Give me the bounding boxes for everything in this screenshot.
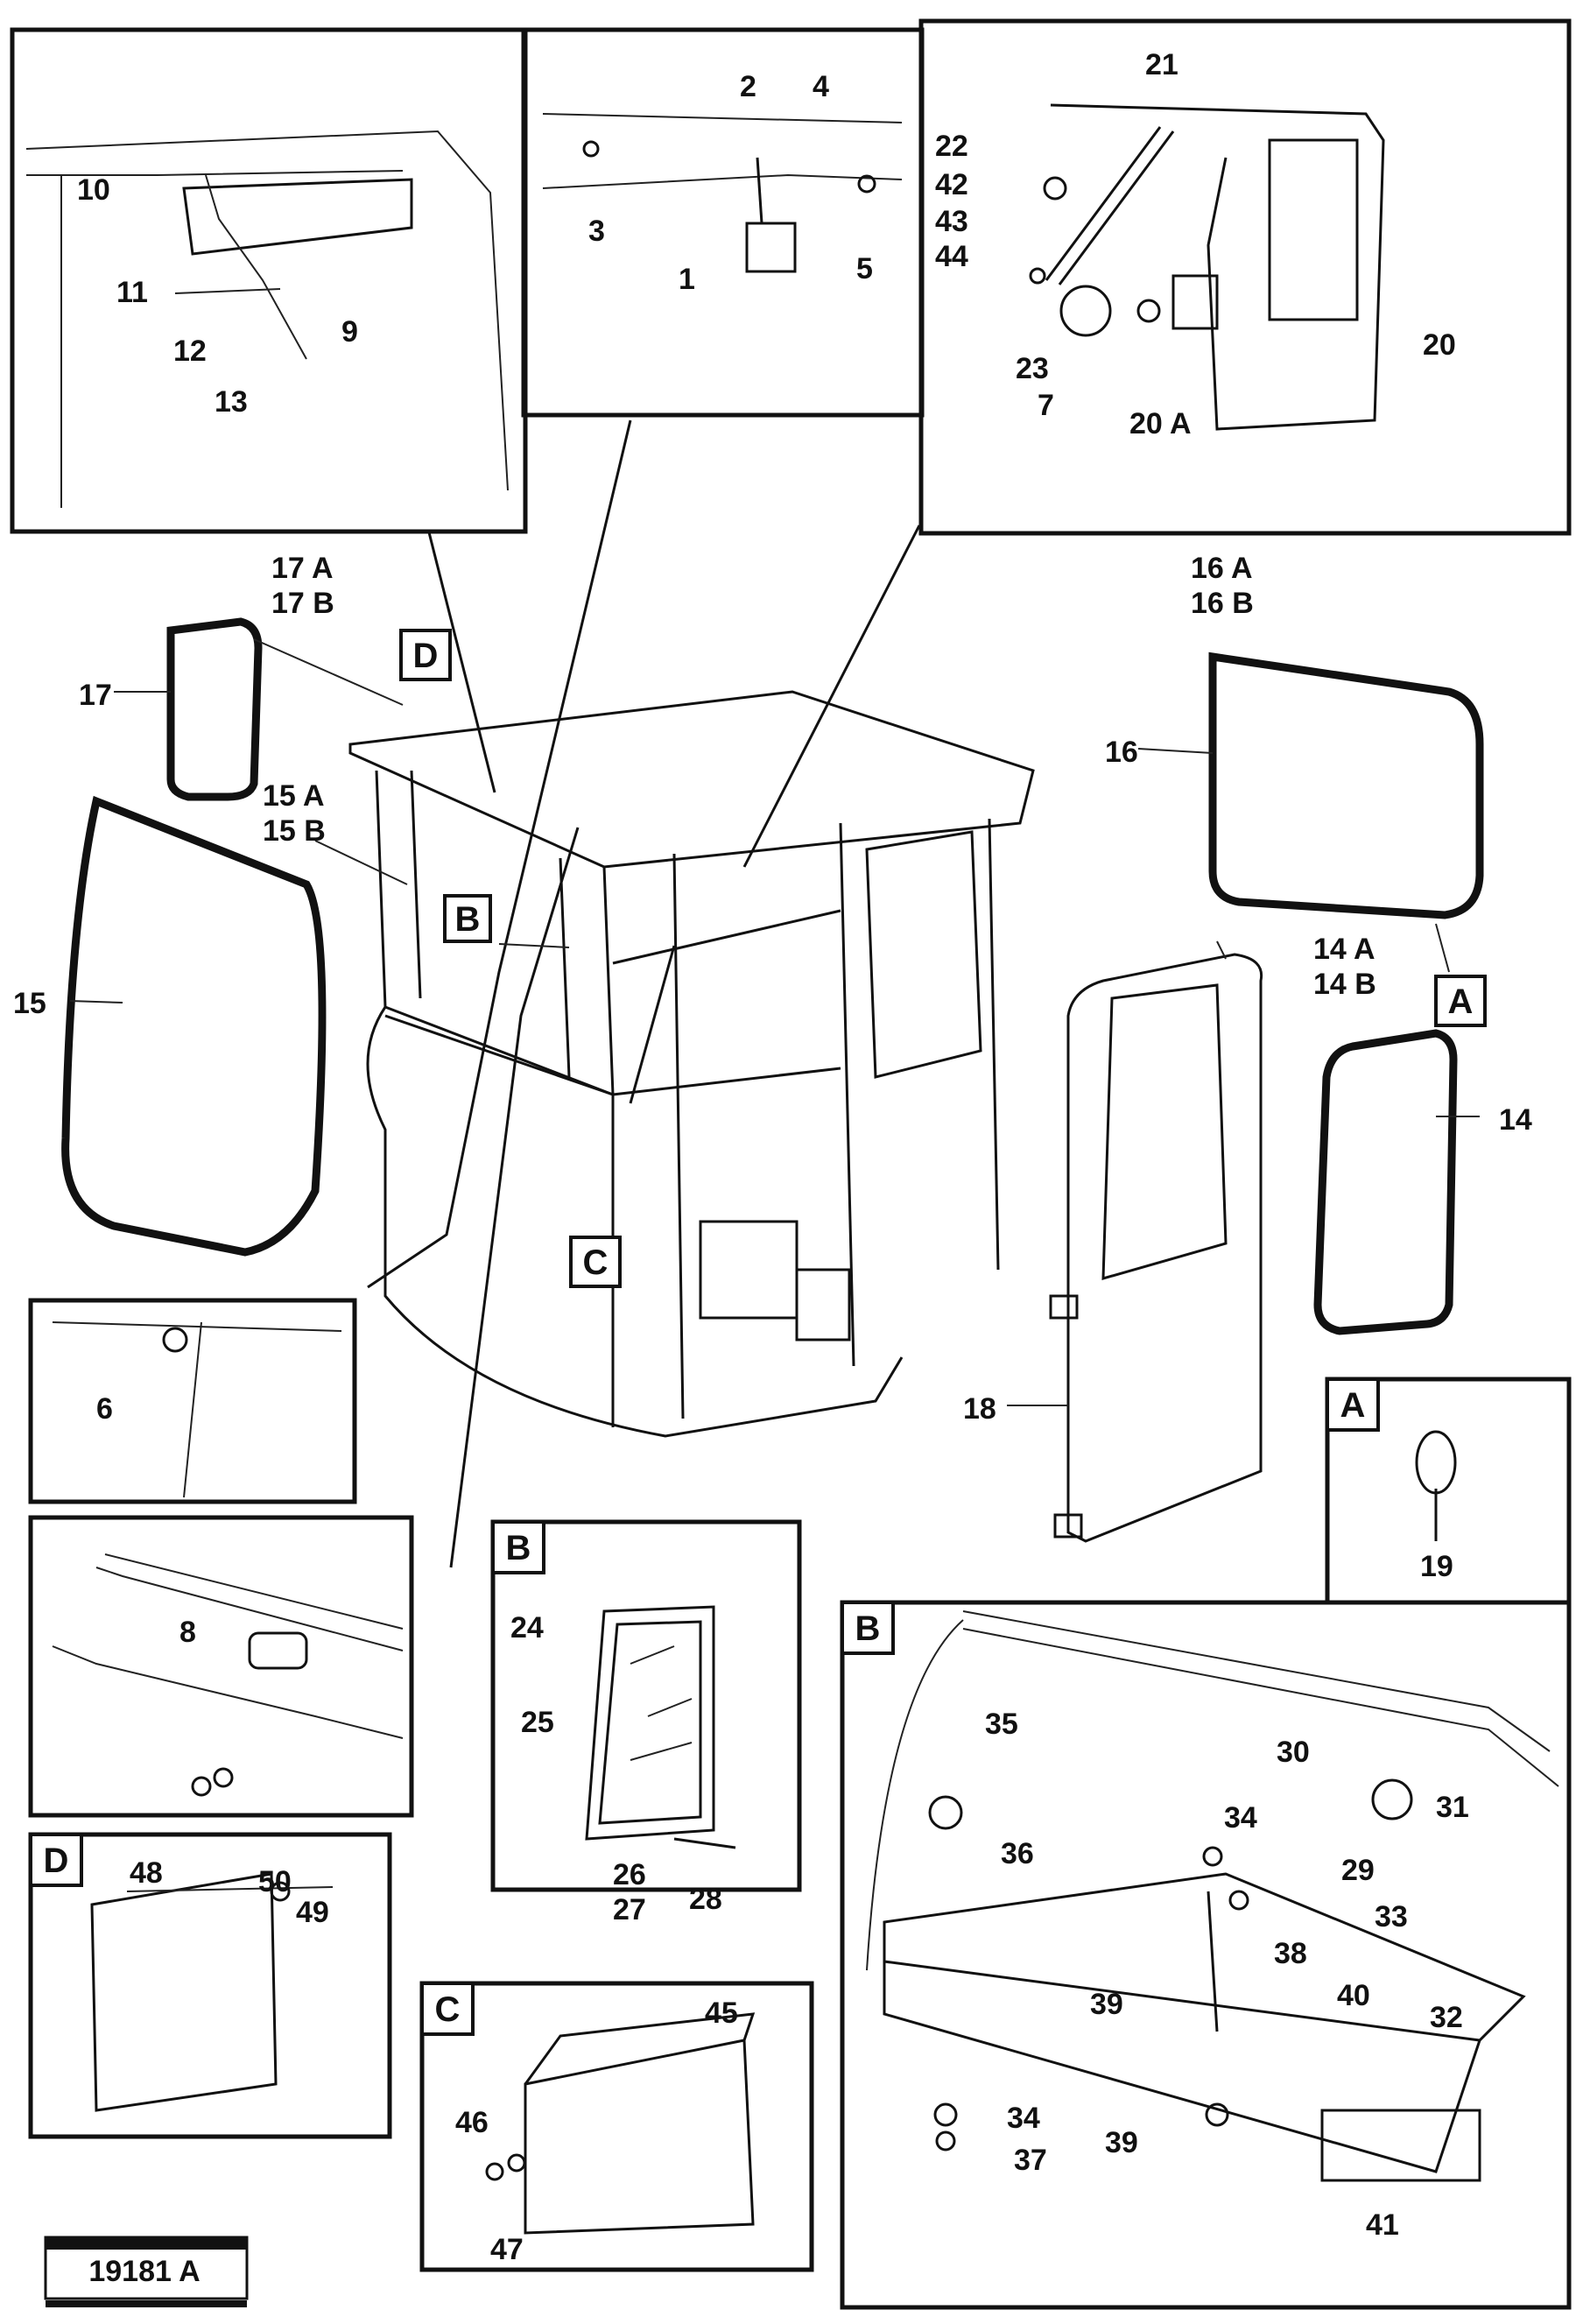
part-label-22: 22 (935, 130, 968, 163)
part-label-33: 33 (1375, 1900, 1408, 1933)
key-label: B (455, 900, 481, 939)
part-label-46: 46 (455, 2106, 489, 2139)
detail-key-a-box: A (1326, 1377, 1380, 1432)
part-label-5: 5 (856, 252, 873, 285)
key-label: A (1340, 1386, 1366, 1425)
part-label-10: 10 (77, 173, 110, 207)
part-label-30: 30 (1277, 1736, 1310, 1769)
part-label-25: 25 (521, 1706, 554, 1739)
inset-interior-mirror (521, 27, 925, 418)
part-label-35: 35 (985, 1708, 1018, 1741)
key-label: A (1448, 982, 1474, 1021)
detail-key-c-box: C (420, 1982, 475, 2036)
detail-key-b-window: B (491, 1520, 545, 1574)
rear-window-glass (1208, 651, 1484, 919)
part-label-17b: 17 B (271, 587, 334, 620)
part-label-23: 23 (1016, 352, 1049, 385)
part-label-15b: 15 B (263, 814, 326, 848)
part-label-38: 38 (1274, 1937, 1307, 1970)
detail-key-a-main: A (1434, 975, 1487, 1027)
part-label-31: 31 (1436, 1791, 1469, 1824)
part-label-18: 18 (963, 1392, 996, 1426)
side-window-glass (1313, 1029, 1458, 1335)
key-label: B (506, 1529, 531, 1567)
part-label-17: 17 (79, 679, 112, 712)
part-label-15a: 15 A (263, 779, 325, 813)
figure-id: 19181 A (88, 2255, 200, 2288)
door-panel (1049, 953, 1263, 1543)
part-label-19: 19 (1420, 1550, 1453, 1583)
key-label: C (583, 1243, 609, 1282)
figure-stamp: 19181 A (44, 2236, 249, 2307)
leader-lines (69, 419, 1480, 1568)
part-label-41: 41 (1366, 2208, 1399, 2242)
inset-handle (28, 1515, 414, 1818)
part-label-13: 13 (215, 385, 248, 419)
part-label-16: 16 (1105, 736, 1138, 769)
part-label-16a: 16 A (1191, 552, 1253, 585)
part-label-50: 50 (258, 1865, 292, 1898)
part-label-36: 36 (1001, 1837, 1034, 1870)
detail-key-b-mount: B (841, 1601, 895, 1655)
part-label-26: 26 (613, 1858, 646, 1891)
part-label-24: 24 (510, 1611, 544, 1644)
key-label: D (44, 1842, 69, 1880)
part-label-29: 29 (1341, 1854, 1375, 1887)
part-label-9: 9 (341, 315, 358, 349)
key-label: D (413, 637, 439, 675)
part-label-44: 44 (935, 240, 968, 273)
part-label-14a: 14 A (1313, 933, 1375, 966)
part-label-7: 7 (1038, 389, 1054, 422)
part-label-34b: 34 (1007, 2102, 1040, 2135)
part-label-6: 6 (96, 1392, 113, 1426)
part-label-15: 15 (13, 987, 46, 1020)
part-label-48: 48 (130, 1856, 163, 1890)
detail-key-d-main: D (399, 629, 452, 681)
part-label-2: 2 (740, 70, 756, 103)
part-label-42: 42 (935, 168, 968, 201)
detail-key-c-main: C (569, 1236, 622, 1288)
part-label-40: 40 (1337, 1979, 1370, 2012)
cab-assembly (348, 690, 1035, 1438)
part-label-34: 34 (1224, 1801, 1257, 1835)
part-label-47: 47 (490, 2233, 524, 2266)
part-label-14b: 14 B (1313, 968, 1376, 1001)
detail-b-window-box (490, 1519, 802, 1892)
detail-key-d-box: D (29, 1833, 83, 1887)
side-mirror-glass (166, 617, 263, 801)
detail-d-box (28, 1832, 392, 2139)
part-label-3: 3 (588, 215, 605, 248)
part-label-17a: 17 A (271, 552, 334, 585)
part-label-32: 32 (1430, 2001, 1463, 2034)
part-label-1: 1 (679, 263, 695, 296)
detail-c-box (419, 1981, 814, 2272)
key-label: B (855, 1609, 881, 1648)
key-label: C (435, 1990, 461, 2029)
part-label-20a: 20 A (1129, 407, 1192, 440)
part-label-4: 4 (813, 70, 829, 103)
part-label-49: 49 (296, 1896, 329, 1929)
part-label-11: 11 (116, 276, 148, 309)
part-labels: 10 11 9 12 13 2 4 3 5 1 21 22 42 43 44 2… (13, 48, 1532, 2266)
part-label-45: 45 (705, 1997, 738, 2030)
part-label-21: 21 (1145, 48, 1178, 81)
inset-window-latch (918, 18, 1572, 536)
inset-sun-visor (10, 27, 528, 534)
detail-b-mount-box (840, 1600, 1572, 2310)
part-label-43: 43 (935, 205, 968, 238)
part-label-37: 37 (1014, 2144, 1047, 2177)
part-label-20: 20 (1423, 328, 1456, 362)
windshield-glass (61, 795, 327, 1257)
part-label-39b: 39 (1105, 2126, 1138, 2159)
part-label-14: 14 (1499, 1103, 1532, 1137)
detail-key-b-main: B (443, 894, 492, 943)
part-label-12: 12 (173, 335, 207, 368)
inset-clip (28, 1298, 357, 1504)
part-label-27: 27 (613, 1893, 646, 1926)
part-label-16b: 16 B (1191, 587, 1254, 620)
part-label-28: 28 (689, 1883, 722, 1916)
part-label-8: 8 (179, 1616, 196, 1649)
part-label-39: 39 (1090, 1988, 1123, 2021)
